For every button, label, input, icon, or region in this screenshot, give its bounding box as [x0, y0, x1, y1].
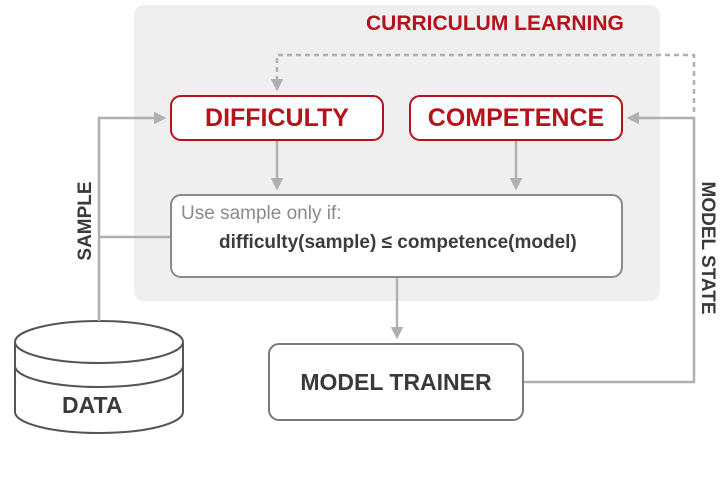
model-state-arrow [524, 111, 696, 384]
rule-expression-text: difficulty(sample) ≤ competence(model) [219, 232, 577, 253]
model-state-edge-label: MODEL STATE [697, 181, 718, 315]
data-cylinder [14, 320, 184, 434]
rule-node [170, 194, 623, 278]
data-label: DATA [62, 392, 123, 418]
competence-label: COMPETENCE [427, 103, 605, 132]
curriculum-learning-title: CURRICULUM LEARNING [366, 12, 624, 35]
model-trainer-label: MODEL TRAINER [300, 368, 492, 395]
sample-arrow [97, 111, 167, 321]
model-trainer-node: MODEL TRAINER [268, 343, 524, 421]
competence-node: COMPETENCE [409, 95, 623, 141]
rule-intro-text: Use sample only if: [181, 203, 342, 224]
sample-edge-label: SAMPLE [75, 181, 96, 261]
difficulty-node: DIFFICULTY [170, 95, 384, 141]
difficulty-label: DIFFICULTY [205, 103, 349, 132]
dashed-feedback-arrow [270, 53, 696, 112]
